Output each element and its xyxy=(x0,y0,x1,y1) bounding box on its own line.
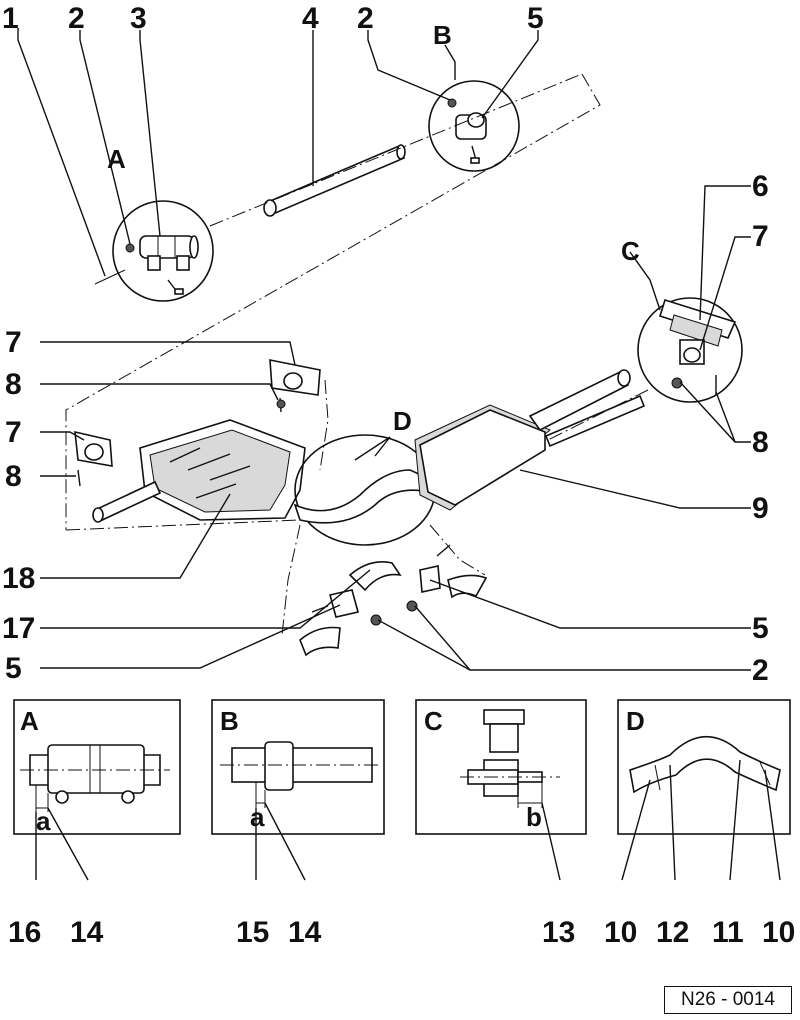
clamp-parts-lower xyxy=(299,544,488,657)
panel-d: D xyxy=(617,699,791,835)
panel-a-dim: a xyxy=(36,806,51,836)
reference-code: N26 - 0014 xyxy=(664,986,792,1014)
detail-letter-b: B xyxy=(433,20,452,50)
callout-2: 2 xyxy=(68,2,85,35)
hanger-left xyxy=(74,430,113,487)
callout-3: 3 xyxy=(130,2,147,35)
front-silencer xyxy=(92,419,306,523)
intermediate-pipe xyxy=(263,144,406,217)
callout-5-c: 5 xyxy=(752,612,769,645)
detail-letter-a: A xyxy=(107,144,126,174)
rear-silencer xyxy=(414,369,646,511)
callout-10-b: 10 xyxy=(762,916,795,949)
callout-10: 10 xyxy=(604,916,637,949)
connecting-pipe xyxy=(293,469,433,524)
panel-c-letter: C xyxy=(424,706,443,736)
callout-7-b: 7 xyxy=(5,326,22,359)
panel-b-letter: B xyxy=(220,706,239,736)
detail-circle-b xyxy=(428,80,520,172)
panel-c: C b xyxy=(415,699,587,835)
callout-4: 4 xyxy=(302,2,319,35)
axis-line-upper xyxy=(209,73,583,227)
detail-letter-d: D xyxy=(393,406,412,436)
callout-2-c: 2 xyxy=(752,654,769,687)
panel-a-letter: A xyxy=(20,706,39,736)
callout-18: 18 xyxy=(2,562,35,595)
callout-13: 13 xyxy=(542,916,575,949)
callout-8-b: 8 xyxy=(5,460,22,493)
panel-c-dim: b xyxy=(526,802,542,832)
callout-15: 15 xyxy=(236,916,269,949)
callout-1: 1 xyxy=(2,2,19,35)
callout-2-b: 2 xyxy=(357,2,374,35)
callout-7: 7 xyxy=(752,220,769,253)
bottom-leaders xyxy=(35,759,781,881)
leader-lines xyxy=(17,28,751,671)
callout-9: 9 xyxy=(752,492,769,525)
detail-circle-c xyxy=(637,297,743,403)
detail-letter-c: C xyxy=(621,236,640,266)
callout-8-c: 8 xyxy=(752,426,769,459)
panel-b-dim: a xyxy=(250,802,265,832)
callout-7-c: 7 xyxy=(5,416,22,449)
callout-5: 5 xyxy=(527,2,544,35)
panel-b: B a xyxy=(211,699,385,835)
panel-a: A a xyxy=(13,699,181,836)
callout-5-b: 5 xyxy=(5,652,22,685)
callout-16: 16 xyxy=(8,916,41,949)
callout-14: 14 xyxy=(70,916,104,949)
callout-6: 6 xyxy=(752,170,769,203)
assembly-boundary xyxy=(65,73,601,530)
callout-17: 17 xyxy=(2,612,35,645)
callout-11: 11 xyxy=(712,916,744,949)
panel-d-letter: D xyxy=(626,706,645,736)
callout-8: 8 xyxy=(5,368,22,401)
detail-circle-a xyxy=(112,200,214,302)
hanger-middle xyxy=(269,359,321,413)
callout-12: 12 xyxy=(656,916,689,949)
callout-14-b: 14 xyxy=(288,916,322,949)
